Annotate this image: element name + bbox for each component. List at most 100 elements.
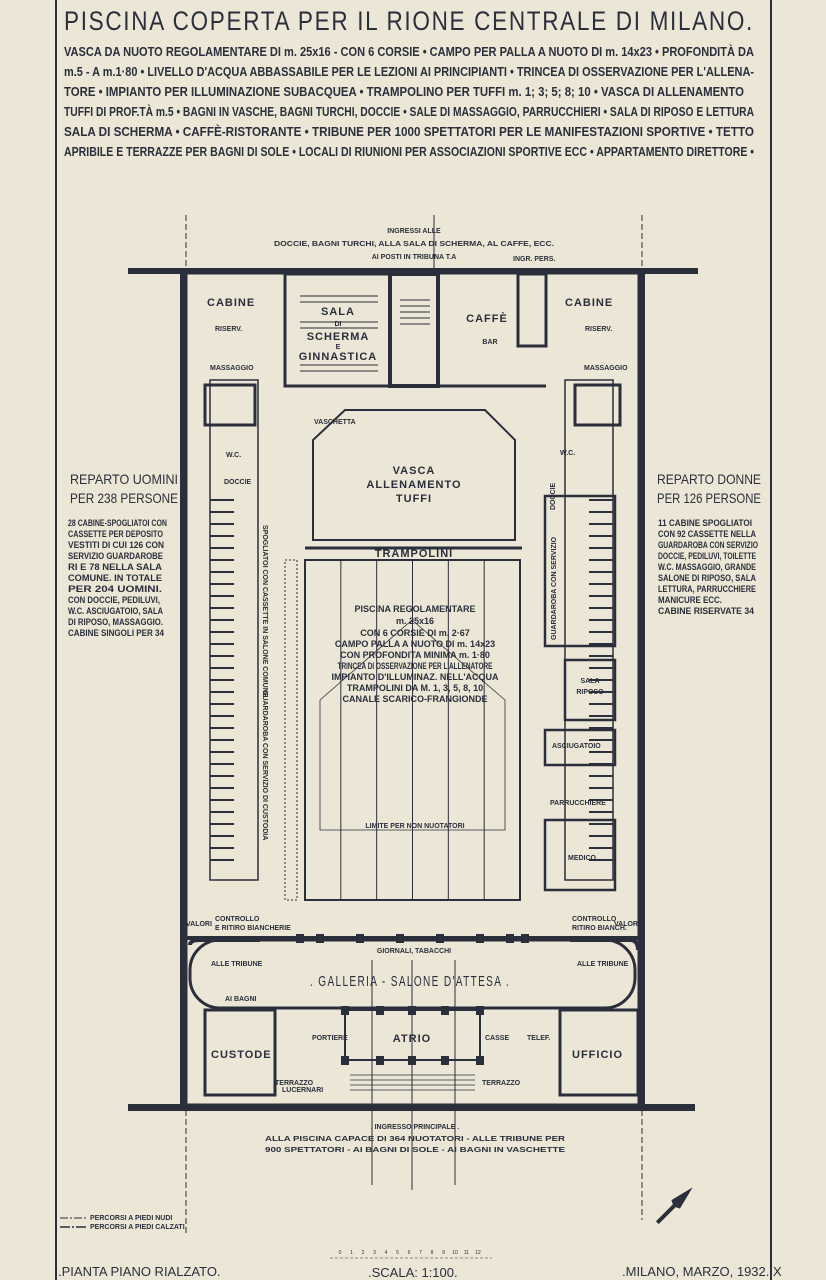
main-entrance-note: . INGRESSO PRINCIPALE . ALLA PISCINA CAP… [265, 1124, 565, 1154]
women-wardrobe [543, 494, 617, 648]
wall-right [638, 268, 645, 1111]
room-label: E RITIRO BIANCHERIE [215, 925, 291, 932]
room-label: DI [335, 321, 342, 328]
description-block: VASCA DA NUOTO REGOLAMENTARE DI m. 25x16… [64, 44, 754, 159]
room-label: ALLE TRIBUNE [577, 961, 629, 968]
room-label: W.C. [560, 450, 575, 457]
room-label: TERRAZZO [482, 1080, 521, 1087]
scale-tick-label: 12 [475, 1250, 481, 1256]
massage-room-left [203, 383, 257, 427]
scale-tick-label: 0 [339, 1250, 342, 1256]
panel-text: CABINE RISERVATE 34 [658, 606, 755, 617]
scale-tick-label: 11 [464, 1250, 469, 1256]
sheet-title: PISCINA COPERTA PER IL RIONE CENTRALE DI… [64, 6, 754, 36]
right-panel-women: REPARTO DONNE PER 126 PERSONE 11 CABINE … [657, 471, 761, 617]
men-changing-block [209, 379, 259, 881]
pool-note: CON 6 CORSIE DI m. 2·67 [360, 628, 470, 638]
room-label: LUCERNARI [485, 1104, 562, 1111]
entrance-heading: . INGRESSO PRINCIPALE . [371, 1124, 460, 1131]
room-label: VASCHETTA [314, 419, 356, 426]
panel-text: PER 204 UOMINI. [68, 584, 162, 595]
scale-tick-label: 10 [452, 1250, 458, 1256]
room-label: TRAMPOLINI [375, 548, 453, 560]
panel-heading: PER 238 PERSONE [70, 490, 178, 506]
office-room [558, 1008, 640, 1097]
pool-note: IMPIANTO D'ILLUMINAZ. NELL'ACQUA [331, 672, 499, 682]
drying-room [543, 728, 617, 767]
room-label: E [336, 344, 341, 351]
panel-text: CABINE SINGOLI PER 34 [68, 628, 165, 639]
lanes [340, 560, 485, 900]
panel-text: CON DOCCIE, PEDILUVI, [68, 595, 160, 606]
room-label: LUCERNARI [282, 1087, 323, 1094]
room-label: SCHERMA [307, 331, 370, 343]
custodian-room [203, 1008, 277, 1097]
doctor-room [543, 818, 617, 892]
room-label: UFFICIO [572, 1049, 623, 1061]
gallery-wall [188, 938, 640, 951]
room-label: PORTIERE [312, 1035, 348, 1042]
north-arrow-icon [655, 1187, 693, 1225]
top-entrance-label: DOCCIE, BAGNI TURCHI, ALLA SALA DI SCHER… [274, 241, 554, 248]
room-label: SPOGLIATOI CON CASSETTE IN SALONE COMUNE [261, 525, 268, 698]
pool-note: m. 25x16 [396, 616, 434, 626]
room-label: ATRIO [393, 1033, 431, 1045]
room-label: CONTROLLO [572, 916, 617, 923]
place-date: .MILANO, MARZO, 1932. X [622, 1264, 782, 1279]
room-label: GINNASTICA [299, 351, 377, 363]
panel-text: W.C. MASSAGGIO, GRANDE [658, 562, 756, 573]
room-label: BAR [482, 339, 497, 346]
legend: PERCORSI A PIEDI NUDI PERCORSI A PIEDI C… [60, 1215, 185, 1231]
floor-plan [128, 215, 698, 1235]
room-label: GIORNALI, TABACCHI [377, 948, 451, 955]
room-label: RISERV. [585, 326, 612, 333]
wall-left [180, 268, 187, 1111]
panel-heading: REPARTO DONNE [657, 471, 761, 487]
scale-tick-label: 5 [396, 1250, 399, 1256]
room-label: TUFFI [396, 493, 432, 505]
legend-label: PERCORSI A PIEDI NUDI [90, 1215, 172, 1222]
panel-text: DOCCIE, PEDILUVI, TOILETTE [658, 551, 756, 562]
panel-heading: PER 126 PERSONE [657, 490, 761, 506]
scale-tick-label: 4 [385, 1250, 388, 1256]
room-label: CABINE [207, 297, 255, 309]
scale-tick-label: 3 [373, 1250, 376, 1256]
scale-tick-label: 1 [350, 1250, 353, 1256]
scale-tick-label: 9 [442, 1250, 445, 1256]
room-label: GUARDAROBA CON SERVIZIO DI CUSTODIA [261, 690, 268, 840]
entrance-text: ALLA PISCINA CAPACE DI 364 NUOTATORI - A… [265, 1136, 565, 1143]
room-label: W.C. [226, 452, 241, 459]
rest-room [563, 658, 617, 722]
entrance-text: 900 SPETTATORI - AI BAGNI DI SOLE - AI B… [265, 1147, 565, 1154]
pool-note: TRINCEA DI OSSERVAZIONE PER L'ALLENATORE [338, 661, 493, 671]
room-labels: INGRESSI ALLE DOCCIE, BAGNI TURCHI, ALLA… [186, 228, 640, 1111]
room-label: VALORI [186, 921, 212, 928]
panel-text: LETTURA, PARRUCCHIERE [658, 584, 756, 595]
massage-room-right [573, 383, 622, 427]
panel-text: GUARDAROBA CON SERVIZIO [658, 540, 758, 551]
room-label: CONTROLLO [215, 916, 260, 923]
fencing-benches [300, 295, 430, 372]
left-panel-men: REPARTO UOMINI PER 238 PERSONE 28 CABINE… [68, 471, 178, 639]
staff-stair [516, 272, 548, 348]
panel-text: MANICURE ECC. [658, 595, 722, 606]
room-label: MEDICO [568, 855, 597, 862]
room-label: TELEF. [527, 1035, 550, 1042]
description-line: APRIBILE E TERRAZZE PER BAGNI DI SOLE • … [64, 145, 754, 159]
room-label: VALORI [614, 921, 640, 928]
room-label: ALLE TRIBUNE [211, 961, 263, 968]
description-line: SALA DI SCHERMA • CAFFÈ-RISTORANTE • TRI… [64, 124, 754, 139]
room-label: SALA [580, 678, 599, 685]
pool-note: PISCINA REGOLAMENTARE [354, 604, 475, 614]
room-label: MASSAGGIO [210, 365, 254, 372]
room-label: VASCA [393, 465, 436, 477]
description-line: TORE • IMPIANTO PER ILLUMINAZIONE SUBACQ… [64, 85, 744, 99]
description-line: m.5 - A m.1·80 • LIVELLO D'ACQUA ABBASSA… [64, 65, 754, 79]
room-label: RITIRO BIANCH. [572, 925, 627, 932]
description-line: VASCA DA NUOTO REGOLAMENTARE DI m. 25x16… [64, 44, 754, 59]
observation-trench [284, 559, 298, 901]
top-entrance-label: AI POSTI IN TRIBUNA T.A [372, 254, 457, 261]
staff-entrance-label: INGR. PERS. [513, 256, 555, 263]
